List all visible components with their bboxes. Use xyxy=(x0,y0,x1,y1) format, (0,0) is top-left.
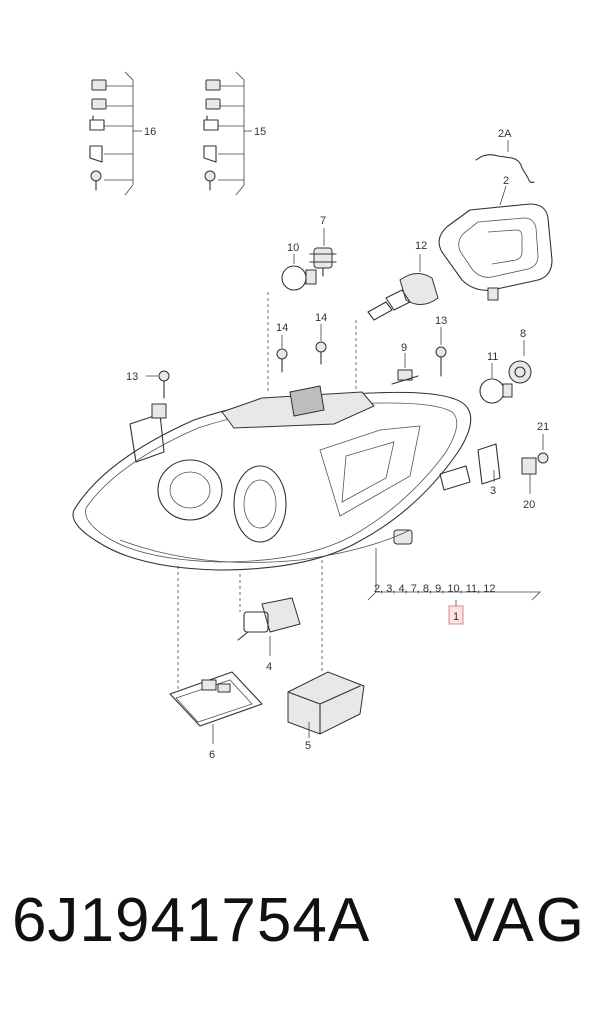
callout-15: 15 xyxy=(254,126,266,138)
part-2-housing-frame xyxy=(438,185,553,301)
part-11-bulb xyxy=(479,363,513,404)
part-14-screw-a xyxy=(276,335,288,373)
callout-10: 10 xyxy=(287,242,299,254)
callout-6: 6 xyxy=(209,749,215,761)
part-8-socket xyxy=(508,340,532,384)
callout-11: 11 xyxy=(487,351,498,363)
callout-16: 16 xyxy=(144,126,156,138)
bracket-set-16 xyxy=(89,71,142,196)
callout-14-b: 14 xyxy=(315,312,327,324)
callout-1: 1 xyxy=(453,611,459,623)
callout-2: 2 xyxy=(503,175,509,187)
headlight-main-body xyxy=(72,292,472,571)
brand-label: VAG xyxy=(453,886,586,955)
part-2a-clip xyxy=(475,140,535,184)
callout-7: 7 xyxy=(320,215,326,227)
callout-20: 20 xyxy=(523,499,535,511)
part-13-screw-left xyxy=(146,370,170,399)
part-14-screw-b xyxy=(315,324,327,365)
part-21-screw xyxy=(537,434,549,464)
part-number: 6J1941754A xyxy=(12,886,371,955)
callout-14-a: 14 xyxy=(276,322,288,334)
callout-3: 3 xyxy=(490,485,496,497)
callout-9: 9 xyxy=(401,342,407,354)
callout-2a: 2A xyxy=(498,128,512,140)
part-6-control-unit xyxy=(169,671,263,744)
bracket-set-15 xyxy=(203,71,252,196)
part-4-xenon-bulb xyxy=(237,597,301,656)
lower-leaders xyxy=(177,560,323,690)
part-1-highlight-box xyxy=(448,605,464,625)
part-13-screw-right xyxy=(435,327,447,377)
callout-5: 5 xyxy=(305,740,311,752)
part-5-ballast xyxy=(287,671,365,738)
callout-21: 21 xyxy=(537,421,549,433)
footer: 6J1941754A VAG xyxy=(0,890,600,990)
part-12-bulb-assembly xyxy=(367,254,439,321)
callout-12: 12 xyxy=(415,240,427,252)
assembly-callout xyxy=(367,548,541,606)
callout-13-right: 13 xyxy=(435,315,447,327)
part-10-bulb xyxy=(281,254,317,291)
part-20-clip xyxy=(521,457,537,494)
callout-13-left: 13 xyxy=(126,371,138,383)
part-9-wedge-bulb xyxy=(391,353,419,385)
assembly-list: 2, 3, 4, 7, 8, 9, 10, 11, 12 xyxy=(374,583,496,595)
callout-4: 4 xyxy=(266,661,272,673)
callout-8: 8 xyxy=(520,328,526,340)
part-7-bulb-socket xyxy=(309,228,337,277)
part-3-bracket xyxy=(477,443,501,485)
exploded-parts-diagram: 16 15 2A 2 7 xyxy=(72,71,553,761)
